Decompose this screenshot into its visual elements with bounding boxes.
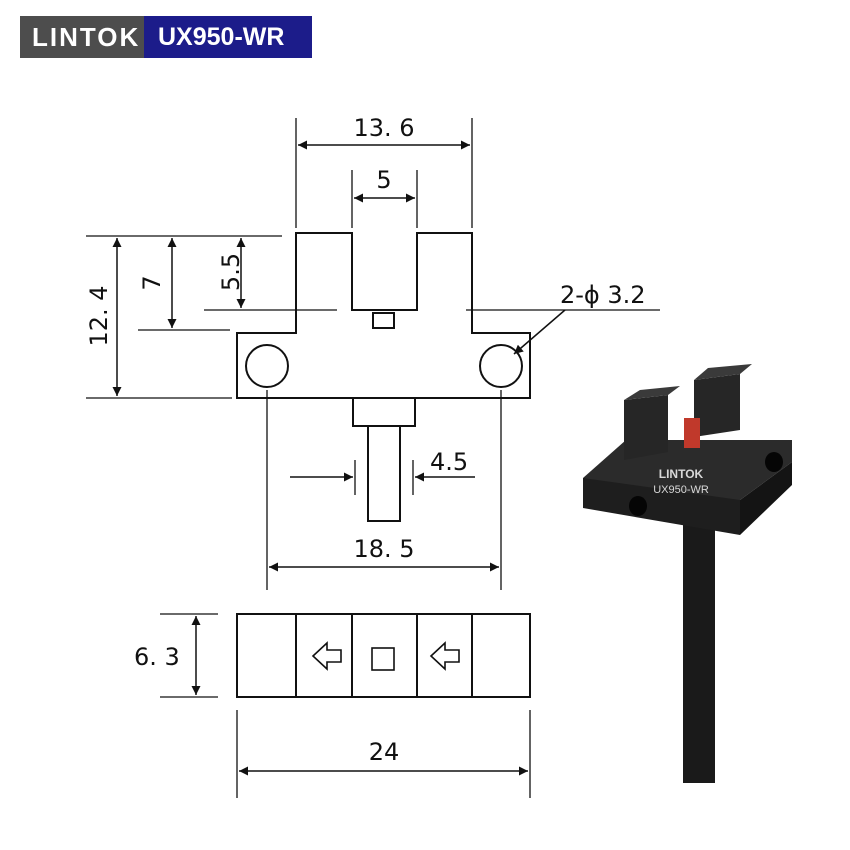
label-slot-depth: 5.5 (217, 253, 245, 291)
mounting-hole-right (479, 344, 523, 388)
sensor-body-side (740, 462, 792, 535)
side-view (236, 613, 531, 698)
side-view-outline (236, 613, 531, 698)
mounting-hole-left (245, 344, 289, 388)
sensor-arm-left (624, 395, 668, 460)
brand-model: UX950-WR (144, 16, 312, 58)
photo-hole-right (765, 452, 783, 472)
label-hole-spec: 2-ϕ 3.2 (560, 281, 646, 309)
photo-hole-left (629, 496, 647, 516)
label-slot-height-outer: 7 (138, 275, 166, 290)
label-top-width: 13. 6 (353, 114, 414, 142)
label-overall-height: 12. 4 (85, 285, 113, 346)
extension-lines (86, 118, 660, 798)
label-lead-width: 4.5 (430, 448, 468, 476)
arrow-left-symbol-2 (429, 641, 460, 671)
sensor-body-front (583, 478, 740, 535)
slot-emitter-window (372, 312, 395, 329)
label-side-height: 6. 3 (134, 643, 180, 671)
label-slot-width: 5 (376, 166, 391, 194)
brand-name: LINTOK (20, 16, 144, 58)
leader-hole-spec (513, 309, 566, 355)
sensor-slot-red-window (684, 418, 700, 448)
lead-base (352, 397, 416, 427)
arrow-left-symbol-1 (311, 641, 342, 671)
product-photo: LINTOK UX950-WR (583, 364, 792, 783)
sensor-cable (683, 500, 715, 783)
product-label-brand: LINTOK (659, 467, 704, 481)
sensor-arm-left-top (624, 386, 680, 400)
label-overall-width: 24 (369, 738, 400, 766)
brand-header: LINTOK UX950-WR (20, 16, 312, 58)
square-symbol (371, 647, 395, 671)
label-hole-pitch: 18. 5 (353, 535, 414, 563)
front-view (236, 232, 531, 522)
lead-pin (367, 425, 401, 522)
dimension-lines (112, 140, 566, 776)
sensor-body-outline (236, 232, 531, 399)
sensor-arm-right (694, 374, 740, 437)
sensor-arm-right-top (694, 364, 752, 380)
product-label-model: UX950-WR (653, 484, 709, 496)
dimension-labels: 13. 6 5 12. 4 7 5.5 2-ϕ 3.2 4.5 18. 5 6.… (85, 114, 646, 766)
